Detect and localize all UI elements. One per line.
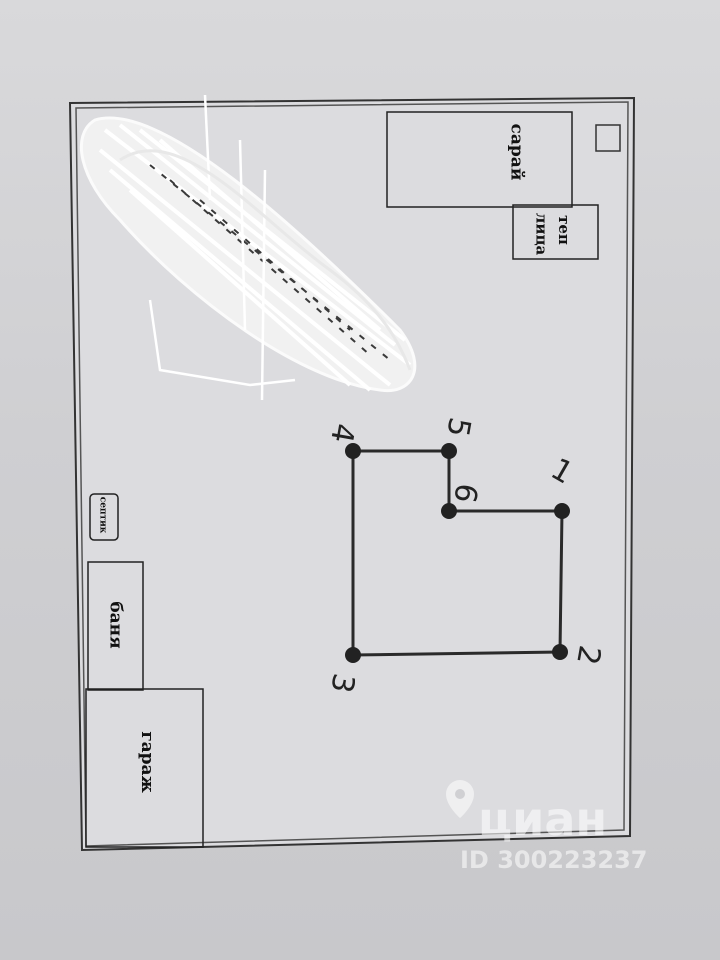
banya-label: баня [105, 601, 126, 649]
sarai-label: сарай [506, 123, 527, 181]
scribbled-area [79, 94, 417, 401]
vertex-3 [345, 647, 361, 663]
small-square [595, 124, 621, 152]
plot-border-inner [75, 101, 629, 847]
vertex-2 [552, 644, 568, 660]
vertex-1 [554, 503, 570, 519]
plot-border-outer [68, 96, 636, 852]
garazh-label: гараж [136, 731, 157, 793]
garazh-box [85, 688, 204, 848]
sarai-box [386, 111, 573, 208]
teplitsa-label-bottom: лица [532, 212, 551, 256]
teplitsa-box [512, 204, 599, 260]
watermark-brand: циан [478, 792, 608, 846]
teplitsa-label-top: теп [554, 215, 573, 245]
banya-box [87, 561, 144, 691]
pin-icon [446, 780, 474, 818]
vertex-5 [441, 443, 457, 459]
watermark-id: ID 300223237 [460, 846, 648, 874]
vertex-6 [441, 503, 457, 519]
vertex-4 [345, 443, 361, 459]
septik-label: септик [97, 496, 108, 534]
septik-box [89, 493, 119, 541]
